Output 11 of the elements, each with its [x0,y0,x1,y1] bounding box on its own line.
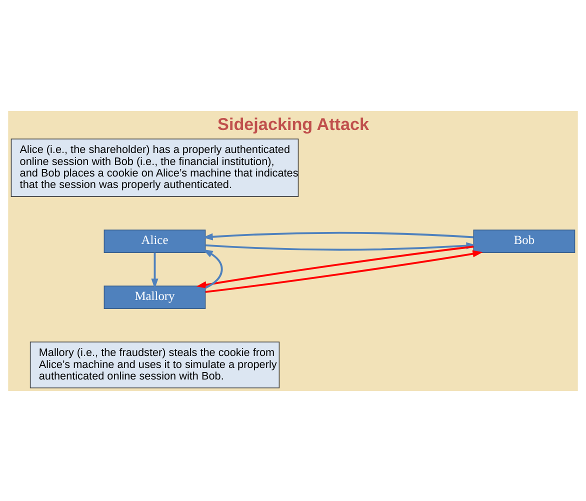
arrow [196,245,474,288]
node-box: Alice [104,229,206,252]
node-box: Mallory (i.e., the fraudster) steals the cookie from Alice’s machine and uses it to simulate a properly authenticated online session with Bob. [30,341,280,388]
diagram-title: Sidejacking Attack [218,114,370,134]
arrow [202,231,474,240]
node-box: Alice (i.e., the shareholder) has a properly authenticated online session with Bob (i.e., the financial institution), and Bob places a cookie on Alice’s machine that indicates that the session was properly authenticated. [10,138,299,196]
arrow [202,248,223,288]
node-box: Mallory [104,285,206,308]
arrow [205,250,483,292]
arrow [151,252,158,288]
node-box: Bob [473,229,576,252]
